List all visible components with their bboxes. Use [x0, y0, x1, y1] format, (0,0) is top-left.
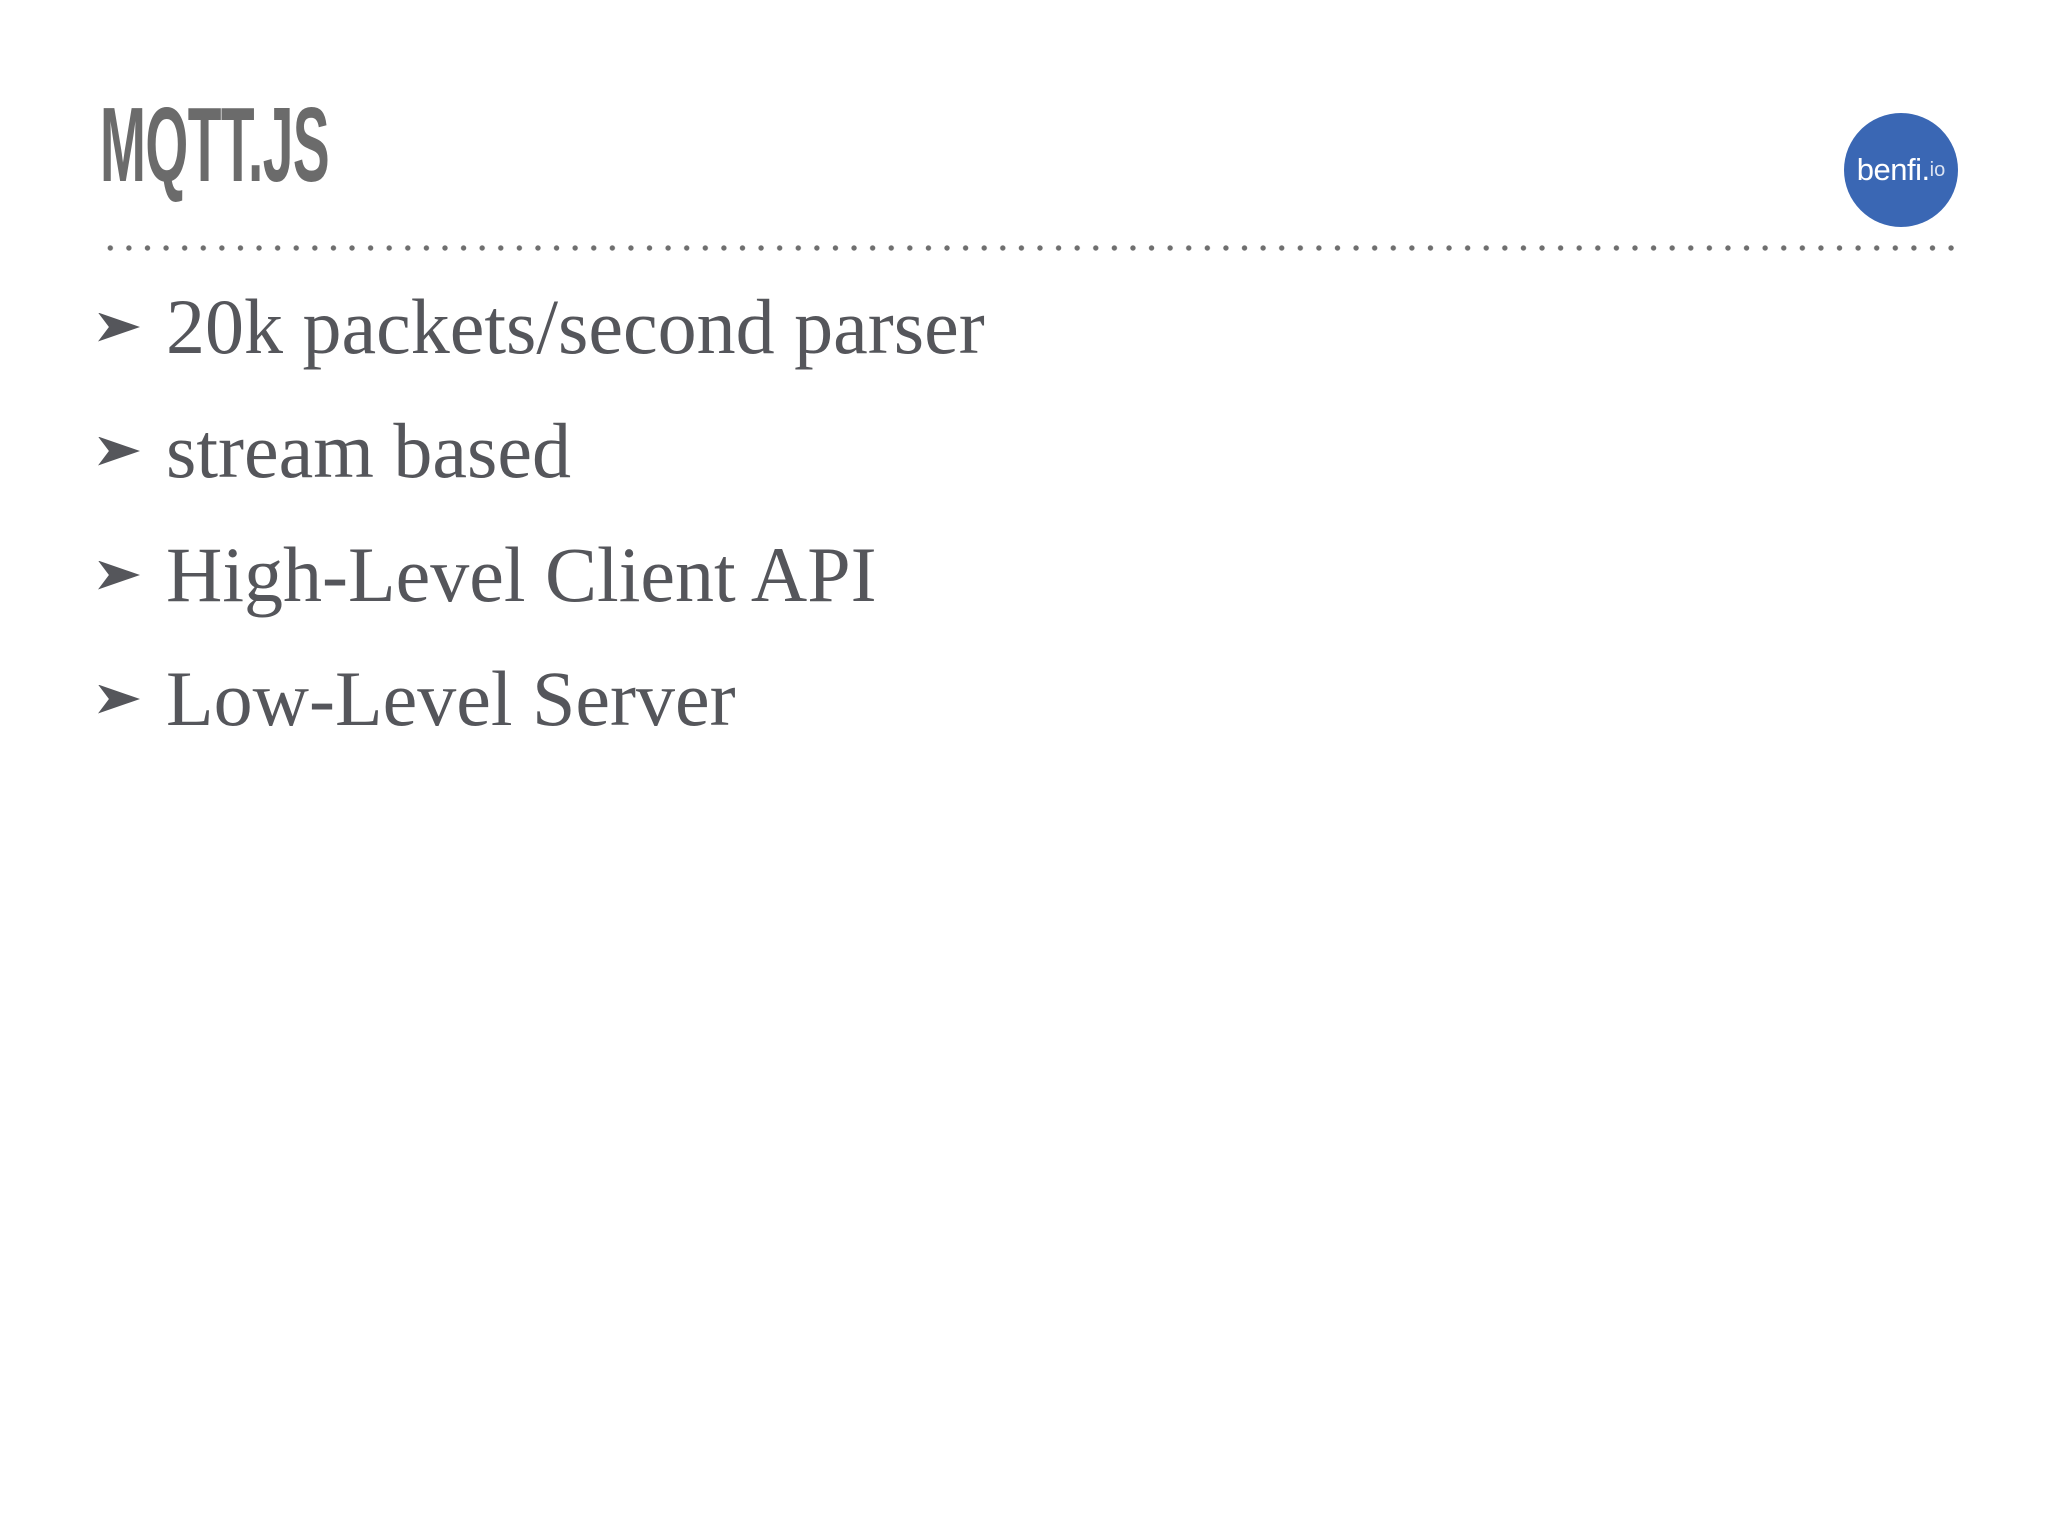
page-title: MQTT.JS — [100, 86, 330, 204]
bullet-text: stream based — [166, 407, 572, 494]
bullet-item: Low-Level Server — [98, 637, 985, 761]
arrowhead-right-icon — [98, 436, 140, 466]
dotted-divider — [101, 245, 1961, 251]
arrowhead-right-icon — [98, 560, 140, 590]
arrowhead-right-icon — [98, 312, 140, 342]
bullet-text: 20k packets/second parser — [166, 283, 985, 370]
logo-suffix-text: io — [1929, 158, 1946, 181]
bullet-list: 20k packets/second parser stream based H… — [98, 265, 985, 761]
bullet-item: stream based — [98, 389, 985, 513]
bullet-text: Low-Level Server — [166, 655, 736, 742]
benfi-logo: benfi.io — [1844, 113, 1958, 227]
logo-name-text: benfi. — [1856, 152, 1930, 187]
bullet-item: High-Level Client API — [98, 513, 985, 637]
arrowhead-right-icon — [98, 684, 140, 714]
bullet-text: High-Level Client API — [166, 531, 877, 618]
bullet-item: 20k packets/second parser — [98, 265, 985, 389]
